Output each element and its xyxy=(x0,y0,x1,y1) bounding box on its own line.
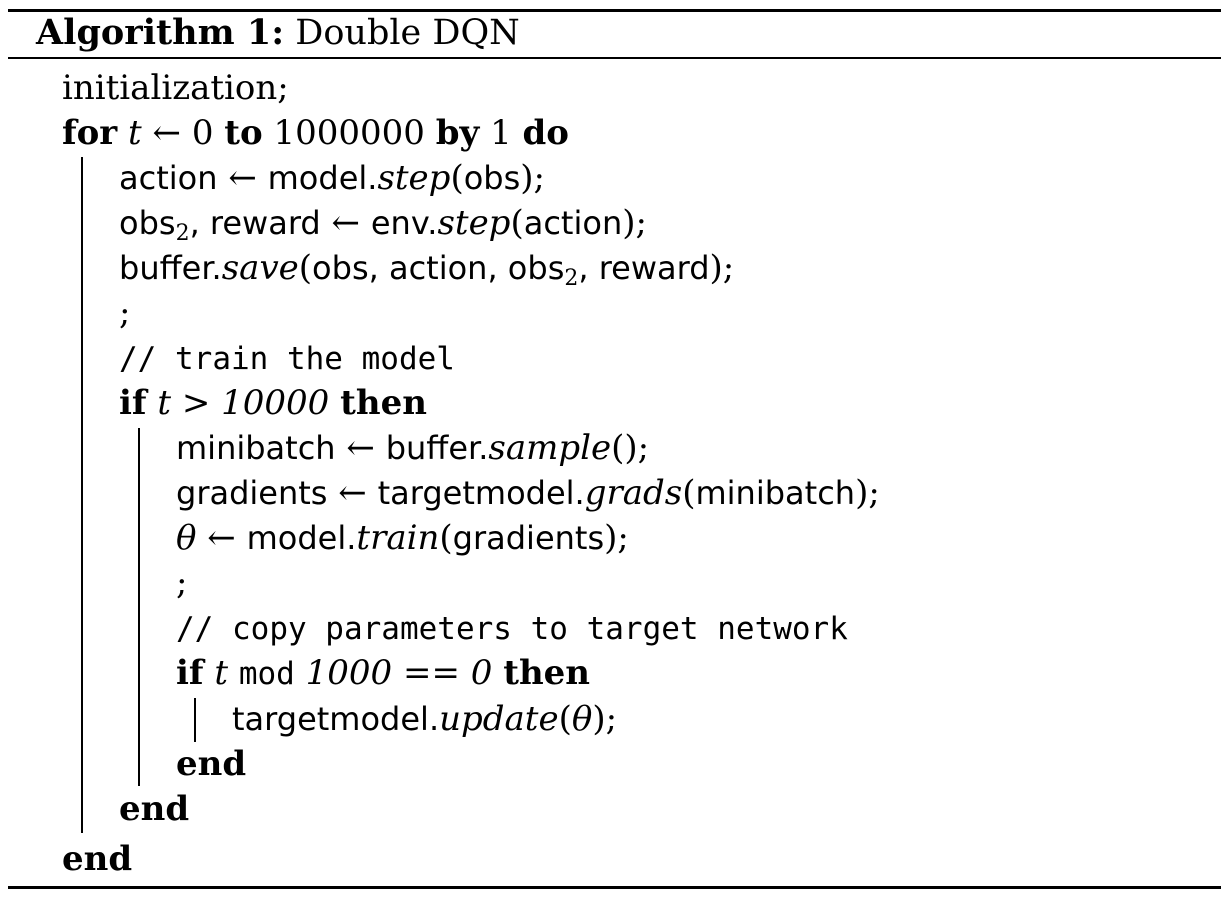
line-train: θ ← model.train(gradients); xyxy=(176,518,629,558)
bottom-rule xyxy=(8,886,1221,889)
line-gradients: gradients ← targetmodel.grads(minibatch)… xyxy=(176,473,880,513)
line-update: targetmodel.update(θ); xyxy=(232,699,618,739)
top-rule xyxy=(8,9,1221,12)
line-end-outer: end xyxy=(62,839,133,879)
line-minibatch: minibatch ← buffer.sample(); xyxy=(176,428,650,468)
line-init: initialization; xyxy=(62,68,289,108)
line-end-inner: end xyxy=(176,744,247,784)
line-empty-1: ; xyxy=(119,293,131,333)
algorithm-name: Double DQN xyxy=(295,13,520,53)
line-end-mid: end xyxy=(119,789,190,829)
line-for: for t ← 0 to 1000000 by 1 do xyxy=(62,113,569,153)
line-action: action ← model.step(obs); xyxy=(119,158,545,198)
line-env-step: obs2, reward ← env.step(action); xyxy=(119,203,647,246)
for-block-bar xyxy=(81,157,83,833)
line-if-mod: if t mod 1000 == 0 then xyxy=(176,653,591,693)
title-rule xyxy=(8,57,1221,59)
if-block-bar xyxy=(138,428,140,786)
algorithm-label: Algorithm 1: xyxy=(36,12,285,53)
line-comment-train: // train the model xyxy=(119,341,455,377)
line-empty-2: ; xyxy=(176,563,188,603)
line-comment-copy: // copy parameters to target network xyxy=(176,611,848,647)
line-if-threshold: if t > 10000 then xyxy=(119,383,427,423)
algorithm-title: Algorithm 1: Double DQN xyxy=(36,10,520,56)
if2-block-bar xyxy=(194,698,196,742)
line-buffer-save: buffer.save(obs, action, obs2, reward); xyxy=(119,248,735,291)
